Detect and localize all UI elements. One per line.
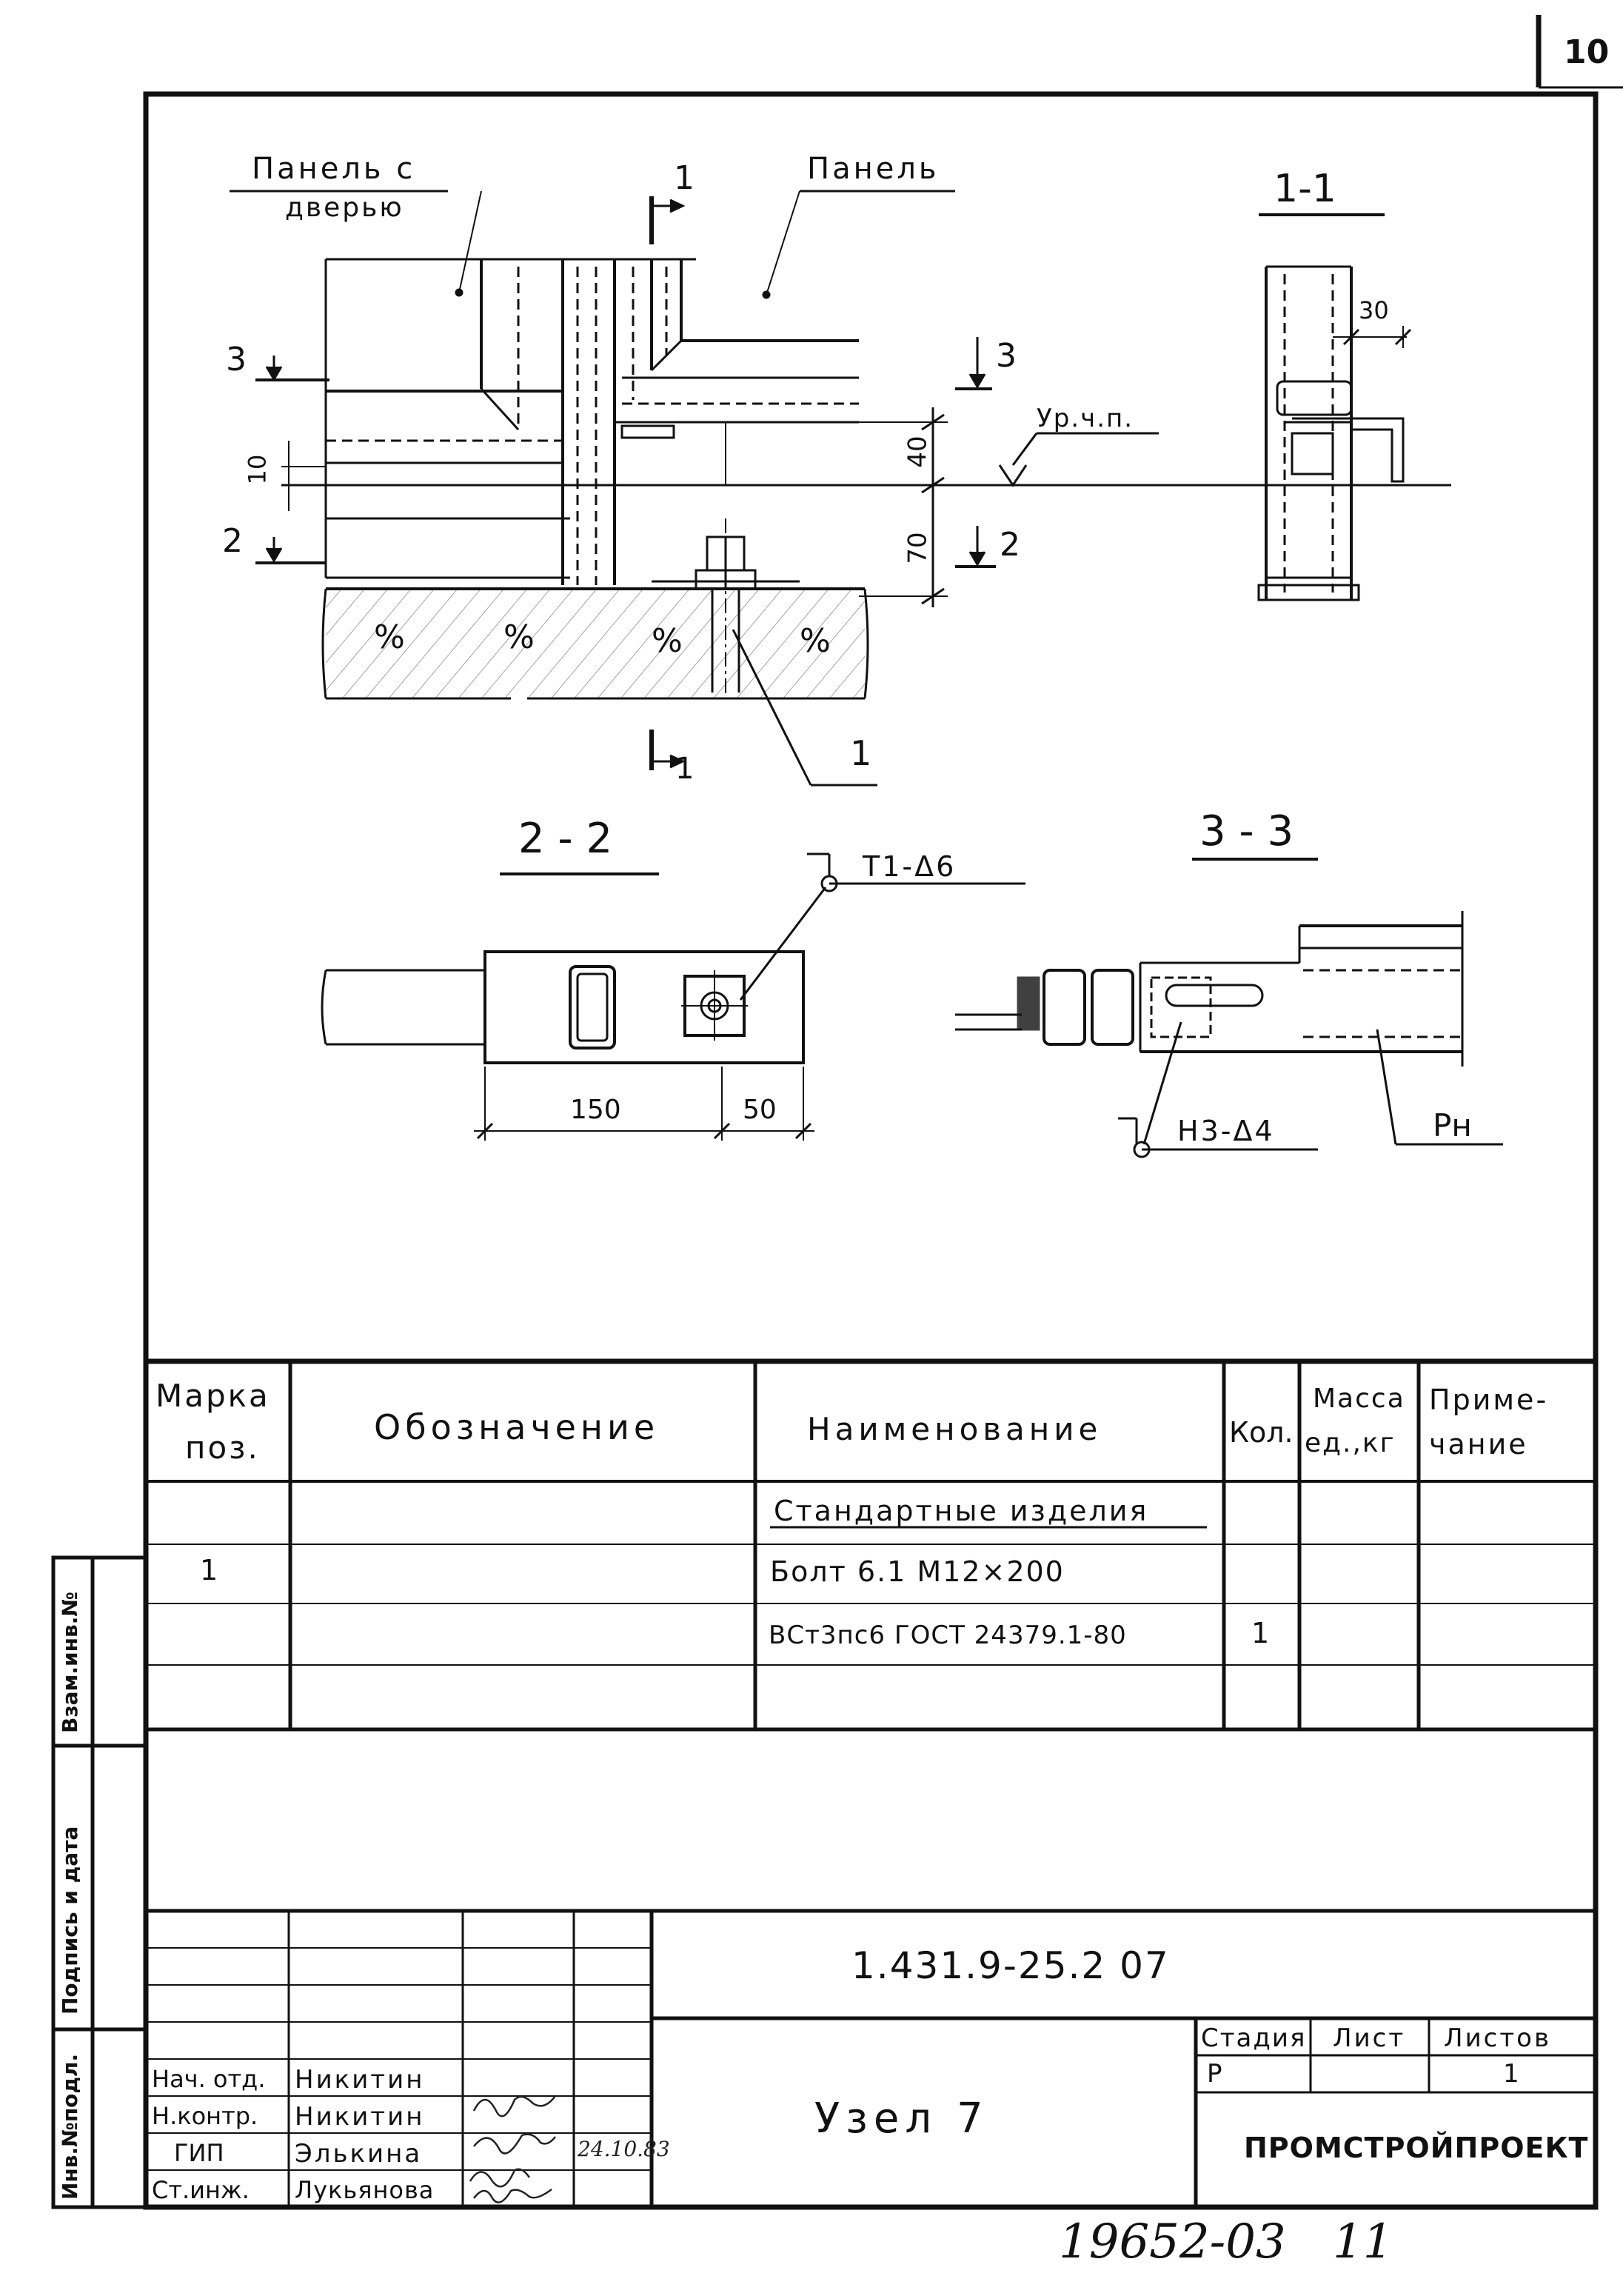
label-panel: Панель (807, 152, 940, 186)
label-stage: Стадия (1201, 2023, 1307, 2053)
name-senior-engineer: Лукьянова (295, 2176, 435, 2204)
dim-50: 50 (743, 1095, 777, 1125)
dim-40: 40 (903, 435, 933, 468)
stamp-inv-original: Инв.№подл. (58, 2053, 82, 2200)
footer-number: 19652-03 (1059, 2215, 1286, 2269)
dim-70: 70 (903, 532, 933, 564)
role-chief-engineer: ГИП (174, 2139, 224, 2167)
footer-sheet: 11 (1333, 2215, 1393, 2269)
section-2-2 (321, 852, 1025, 1141)
dim-150: 150 (570, 1095, 621, 1125)
stamp-signature-date: Подпись и дата (58, 1826, 82, 2015)
header-mark: Марка (155, 1378, 270, 1414)
leader-label-1: 1 (850, 733, 872, 773)
role-senior-engineer: Ст.инж. (152, 2176, 250, 2204)
label-panel-with-door-line2: дверью (285, 193, 404, 223)
header-qty: Кол. (1229, 1416, 1294, 1449)
row-name: ВСт3пс6 ГОСТ 24379.1-80 (769, 1621, 1127, 1650)
sheet-frame (143, 91, 1599, 2210)
header-name: Наименование (807, 1411, 1102, 1447)
concrete-mark: % (800, 622, 831, 660)
section-title-1-1: 1-1 (1274, 167, 1336, 211)
header-mass: Масса (1313, 1384, 1405, 1414)
header-designation: Обозначение (374, 1407, 660, 1447)
section-mark-1-top: 1 (674, 159, 695, 197)
header-mass-unit: ед.,кг (1305, 1428, 1396, 1458)
role-head-dept: Нач. отд. (152, 2065, 266, 2093)
section-title-2-2: 2 - 2 (518, 815, 613, 863)
row-name: Болт 6.1 М12×200 (770, 1555, 1065, 1588)
label-panel-with-door-line1: Панель с (252, 152, 416, 186)
section-title-3-3: 3 - 3 (1199, 807, 1294, 855)
value-sheets: 1 (1503, 2059, 1519, 2089)
date-chief-engineer: 24.10.83 (578, 2137, 670, 2161)
header-note: Приме- (1429, 1384, 1549, 1416)
elevation-drawing (230, 190, 1451, 787)
row-mark: 1 (200, 1554, 220, 1586)
signatures (469, 2095, 556, 2203)
weld-label-t1: Т1-Δ6 (863, 850, 957, 883)
concrete-mark: % (374, 618, 405, 656)
section-mark-3-right: 3 (996, 337, 1017, 375)
page-number-corner (1536, 15, 1623, 89)
concrete-mark: % (652, 622, 683, 660)
drawing-title: Узел 7 (814, 2095, 989, 2143)
header-mark-pos: поз. (185, 1429, 260, 1466)
title-block-grid (146, 1909, 1596, 2207)
value-stage: Р (1207, 2059, 1222, 2089)
name-norm-control: Никитин (295, 2102, 425, 2132)
section-mark-3-left: 3 (226, 341, 247, 378)
stamp-replaces-inv: Взам.инв.№ (58, 1591, 82, 1733)
side-stamp-frame (51, 1555, 148, 2209)
dim-10: 10 (243, 454, 272, 485)
role-norm-control: Н.контр. (152, 2102, 258, 2130)
organization-name: ПРОМСТРОЙПРОЕКТ (1244, 2132, 1589, 2164)
header-note-2: чание (1429, 1428, 1528, 1461)
label-rn: Рн (1433, 1107, 1472, 1144)
spec-table-grid (146, 1358, 1596, 1732)
name-head-dept: Никитин (295, 2065, 425, 2095)
section-3-3 (955, 858, 1503, 1158)
label-sheets: Листов (1444, 2023, 1552, 2053)
dim-30: 30 (1359, 296, 1389, 324)
section-title-standard: Стандартные изделия (774, 1495, 1149, 1527)
name-chief-engineer: Элькина (295, 2139, 423, 2169)
weld-label-n3: Н3-Δ4 (1177, 1115, 1275, 1147)
label-sheet: Лист (1333, 2023, 1406, 2053)
section-mark-1-bottom: 1 (675, 752, 695, 786)
row-qty: 1 (1251, 1617, 1271, 1649)
concrete-mark: % (503, 618, 535, 656)
page-number: 10 (1564, 33, 1610, 71)
section-1-1 (1257, 213, 1412, 601)
document-code: 1.431.9-25.2 07 (851, 1944, 1170, 1987)
section-mark-2-left: 2 (222, 522, 243, 560)
section-mark-2-right: 2 (1000, 526, 1020, 564)
level-label: Ур.ч.п. (1037, 404, 1134, 433)
